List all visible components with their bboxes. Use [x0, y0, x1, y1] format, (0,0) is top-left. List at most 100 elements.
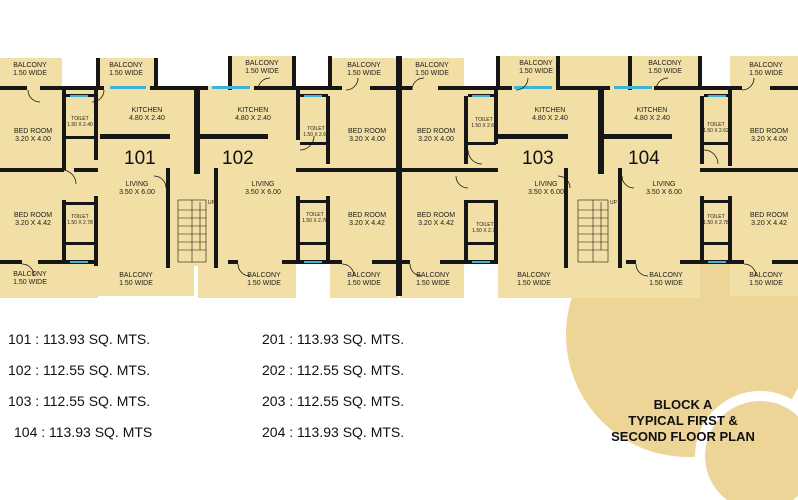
room-label-name: BALCONY	[119, 272, 153, 279]
room-label-dimension: 3.20 X 4.42	[751, 220, 787, 227]
room-label-name: BALCONY	[347, 272, 381, 279]
area-label: 101 : 113.93 SQ. MTS.	[8, 331, 151, 347]
toilet-label-name: TOILET	[307, 126, 324, 132]
room-label-dimension: 3.20 X 4.00	[418, 136, 454, 143]
room-label-dimension: 1.50 WIDE	[119, 280, 153, 287]
room-label-name: BED ROOM	[417, 212, 455, 219]
room-label-name: BALCONY	[13, 62, 47, 69]
room-label-dimension: 1.50 WIDE	[109, 70, 143, 77]
room-label-name: BALCONY	[649, 272, 683, 279]
room-label-dimension: 1.50 WIDE	[245, 68, 279, 75]
toilet-label-name: TOILET	[71, 116, 88, 122]
area-label: 102 : 112.55 SQ. MTS.	[8, 362, 151, 378]
unit-number: 101	[124, 148, 156, 169]
unit-number: 102	[222, 148, 254, 169]
toilet-label-name: TOILET	[306, 212, 323, 218]
room-label-name: BED ROOM	[750, 128, 788, 135]
room-label-name: BALCONY	[749, 62, 783, 69]
room-label-dimension: 1.50 WIDE	[749, 70, 783, 77]
room-label-dimension: 3.20 X 4.42	[349, 220, 385, 227]
room-label-dimension: 1.50 WIDE	[416, 280, 450, 287]
stair-up-label: UP	[208, 200, 216, 206]
toilet-label-name: TOILET	[475, 117, 492, 123]
room-label-dimension: 3.20 X 4.42	[15, 220, 51, 227]
toilet-label-dimension: 1.50 X 2.78	[302, 218, 328, 224]
room-label-name: BALCONY	[347, 62, 381, 69]
room-label-dimension: 3.20 X 4.00	[349, 136, 385, 143]
room-label-dimension: 4.80 X 2.40	[532, 115, 568, 122]
corner-circle	[695, 391, 798, 500]
room-label-name: BALCONY	[648, 60, 682, 67]
room-label-dimension: 4.80 X 2.40	[235, 115, 271, 122]
room-label-name: BALCONY	[247, 272, 281, 279]
unit-number: 103	[522, 148, 554, 169]
room-label-name: BALCONY	[519, 60, 553, 67]
toilet-label-dimension: 1.50 X 2.78	[703, 220, 729, 226]
block-title: BLOCK A TYPICAL FIRST & SECOND FLOOR PLA…	[588, 397, 778, 445]
toilet-label-name: TOILET	[476, 222, 493, 228]
area-label: 103 : 112.55 SQ. MTS.	[8, 393, 151, 409]
room-label-dimension: 3.50 X 6.00	[245, 189, 281, 196]
room-label-dimension: 1.50 WIDE	[517, 280, 551, 287]
room-label-dimension: 1.50 WIDE	[347, 70, 381, 77]
room-label-name: BALCONY	[749, 272, 783, 279]
staircase-left	[177, 199, 207, 263]
room-label-dimension: 1.50 WIDE	[347, 280, 381, 287]
toilet-label-dimension: 1.50 X 2.62	[471, 123, 497, 129]
room-label-name: BED ROOM	[348, 212, 386, 219]
room-label-dimension: 1.50 WIDE	[415, 70, 449, 77]
staircase-right	[577, 199, 609, 263]
room-label-name: BALCONY	[415, 62, 449, 69]
room-label-dimension: 1.50 WIDE	[13, 279, 47, 286]
room-label-name: BALCONY	[517, 272, 551, 279]
toilet-label-name: TOILET	[71, 214, 88, 220]
room-label-dimension: 1.50 WIDE	[13, 70, 47, 77]
room-label-name: BED ROOM	[14, 212, 52, 219]
room-label-dimension: 1.50 WIDE	[749, 280, 783, 287]
block-title-line: SECOND FLOOR PLAN	[611, 429, 755, 444]
area-label: 204 : 113.93 SQ. MTS.	[262, 424, 405, 440]
room-label-name: LIVING	[653, 181, 676, 188]
unit-number: 104	[628, 148, 660, 169]
room-label-dimension: 1.50 WIDE	[519, 68, 553, 75]
room-label-name: BALCONY	[13, 271, 47, 278]
room-label-name: LIVING	[252, 181, 275, 188]
room-label-name: LIVING	[126, 181, 149, 188]
room-label-name: BED ROOM	[417, 128, 455, 135]
toilet-label-name: TOILET	[707, 122, 724, 128]
room-label-name: LIVING	[535, 181, 558, 188]
room-label-name: KITCHEN	[132, 107, 163, 114]
room-label-dimension: 3.50 X 6.00	[646, 189, 682, 196]
room-label-dimension: 3.50 X 6.00	[119, 189, 155, 196]
toilet-label-dimension: 1.50 X 2.40	[67, 122, 93, 128]
room-label-name: BALCONY	[109, 62, 143, 69]
room-label-dimension: 4.80 X 2.40	[129, 115, 165, 122]
room-label-name: KITCHEN	[535, 107, 566, 114]
room-label-dimension: 1.50 WIDE	[649, 280, 683, 287]
toilet-label-dimension: 1.50 X 2.62	[703, 128, 729, 134]
walls	[0, 56, 798, 296]
toilet-label-name: TOILET	[707, 214, 724, 220]
area-label: 203 : 112.55 SQ. MTS.	[262, 393, 405, 409]
room-label-name: BED ROOM	[348, 128, 386, 135]
room-label-dimension: 1.50 WIDE	[247, 280, 281, 287]
area-label: 104 : 113.93 SQ. MTS	[14, 424, 153, 440]
room-label-dimension: 3.20 X 4.00	[15, 136, 51, 143]
room-label-dimension: 1.50 WIDE	[648, 68, 682, 75]
room-label-dimension: 3.20 X 4.00	[751, 136, 787, 143]
room-label-name: KITCHEN	[238, 107, 269, 114]
room-label-name: BED ROOM	[750, 212, 788, 219]
toilet-label-dimension: 1.50 X 2.78	[67, 220, 93, 226]
room-label-name: BALCONY	[245, 60, 279, 67]
windows	[70, 86, 726, 263]
room-label-name: KITCHEN	[637, 107, 668, 114]
block-title-line: BLOCK A	[653, 397, 713, 412]
room-label-dimension: 3.20 X 4.42	[418, 220, 454, 227]
area-label: 201 : 113.93 SQ. MTS.	[262, 331, 405, 347]
room-label-name: BALCONY	[416, 272, 450, 279]
room-label-dimension: 4.80 X 2.40	[634, 115, 670, 122]
block-title-line: TYPICAL FIRST &	[628, 413, 738, 428]
